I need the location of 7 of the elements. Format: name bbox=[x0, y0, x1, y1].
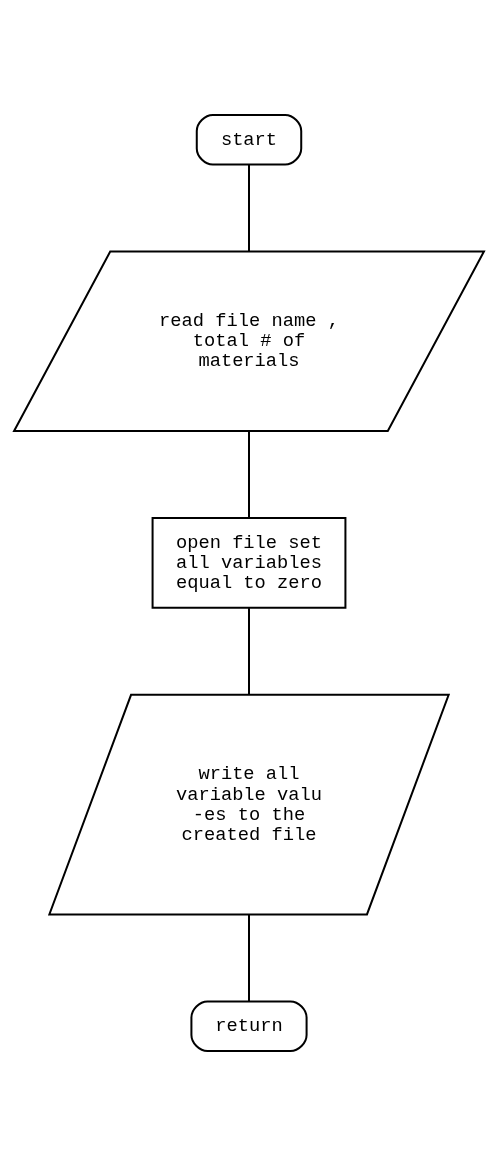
connector bbox=[247, 164, 250, 251]
node-box: open file set all variables equal to zero bbox=[151, 516, 346, 609]
connector bbox=[247, 607, 250, 695]
node-box: start bbox=[195, 113, 302, 165]
connector bbox=[247, 914, 250, 1001]
connector bbox=[247, 430, 250, 518]
node-box: return bbox=[189, 1000, 308, 1052]
